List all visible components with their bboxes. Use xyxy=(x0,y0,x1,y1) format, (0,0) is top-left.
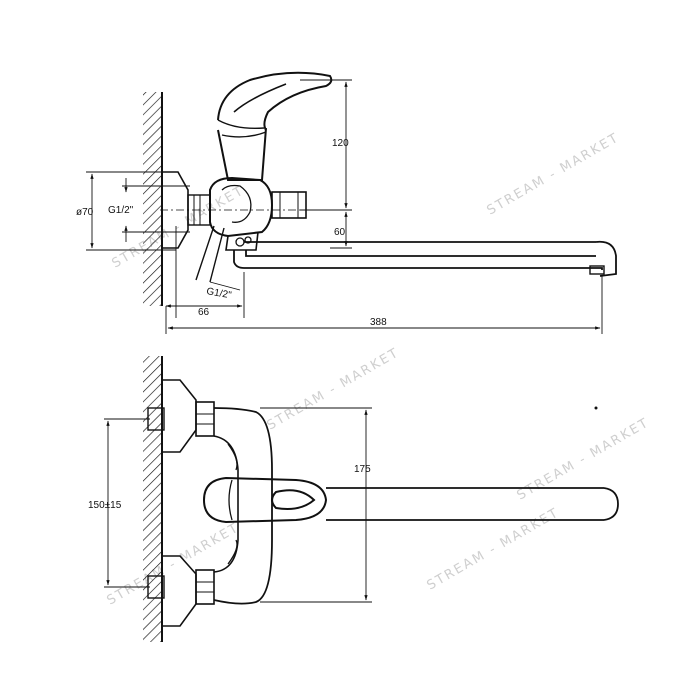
dim-diameter-label: ø70 xyxy=(76,207,94,218)
watermark-text: STREAM - MARKET xyxy=(110,183,248,271)
stray-dot xyxy=(594,406,598,410)
watermark-text: STREAM - MARKET xyxy=(485,130,623,218)
watermark-text: STREAM - MARKET xyxy=(105,520,243,608)
watermark-text: STREAM - MARKET xyxy=(425,505,563,593)
watermark-text: STREAM - MARKET xyxy=(515,415,653,503)
watermark-group: STREAM - MARKET STREAM - MARKET STREAM -… xyxy=(105,130,653,608)
watermark-mark: STREAM - MARKET xyxy=(515,415,653,503)
wall-hatch-top xyxy=(143,92,162,306)
dim-length-label: 388 xyxy=(370,317,387,328)
wall-hatch-bottom xyxy=(143,356,162,642)
side-view: 120 60 ø70 G1/2" G1/2" 66 388 xyxy=(76,71,617,334)
watermark-mark: STREAM - MARKET xyxy=(425,505,563,593)
dim-width-label: 175 xyxy=(354,464,371,475)
dim-thread-bottom-label: G1/2" xyxy=(205,286,232,301)
dim-offset-label: 60 xyxy=(334,227,346,238)
dim-thread-top-label: G1/2" xyxy=(108,205,134,216)
plan-view: 175 150±15 xyxy=(88,356,619,642)
watermark-mark: STREAM - MARKET xyxy=(105,520,243,608)
watermark-mark: STREAM - MARKET xyxy=(485,130,623,218)
dim-depth-label: 66 xyxy=(198,307,210,318)
dim-height-label: 120 xyxy=(332,138,349,149)
dim-center-distance-label: 150±15 xyxy=(88,500,122,511)
watermark-mark: STREAM - MARKET xyxy=(110,183,248,271)
watermark-mark: STREAM - MARKET xyxy=(265,345,403,433)
watermark-text: STREAM - MARKET xyxy=(265,345,403,433)
